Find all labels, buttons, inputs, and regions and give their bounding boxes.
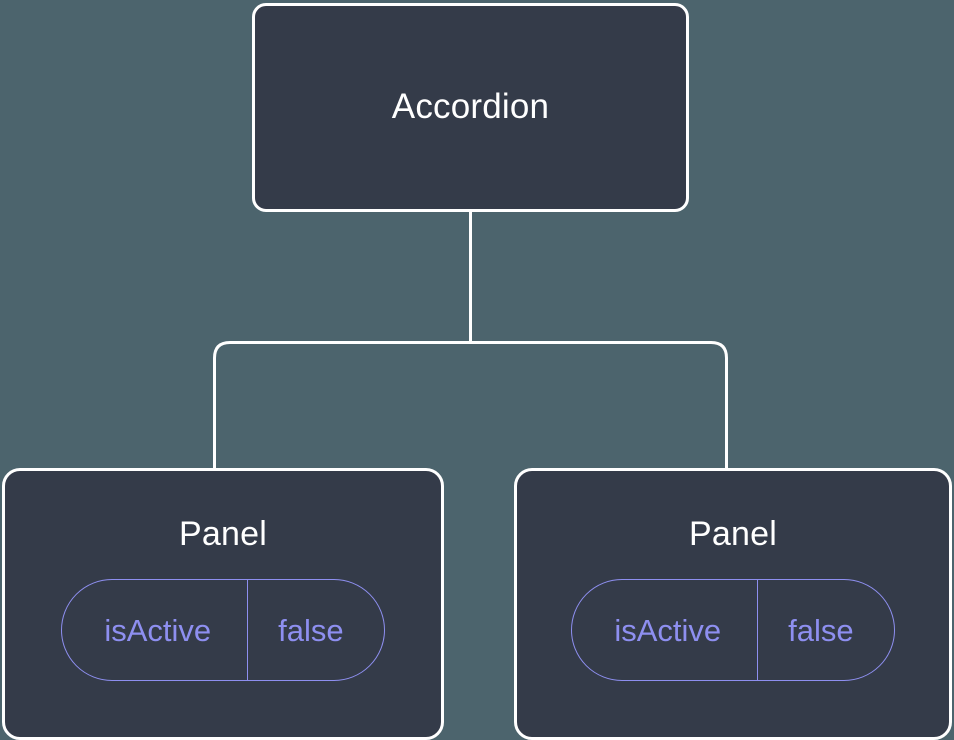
node-panel-right-title: Panel (689, 515, 777, 553)
prop-pill-isactive-right[interactable]: isActive false (571, 579, 895, 682)
node-accordion-title: Accordion (391, 87, 550, 127)
prop-value-isactive-left: false (247, 580, 383, 681)
prop-key-isactive-left: isActive (104, 612, 212, 648)
node-accordion[interactable]: Accordion (252, 3, 689, 212)
node-panel-right[interactable]: Panel isActive false (514, 468, 952, 740)
edge-to-panel-right (470, 341, 728, 468)
prop-key-isactive-right: isActive (614, 612, 722, 648)
node-panel-left-title: Panel (179, 515, 267, 553)
prop-value-isactive-right: false (757, 580, 893, 681)
prop-pill-isactive-left[interactable]: isActive false (61, 579, 385, 682)
edge-to-panel-left (213, 341, 471, 468)
node-panel-left[interactable]: Panel isActive false (2, 468, 444, 740)
